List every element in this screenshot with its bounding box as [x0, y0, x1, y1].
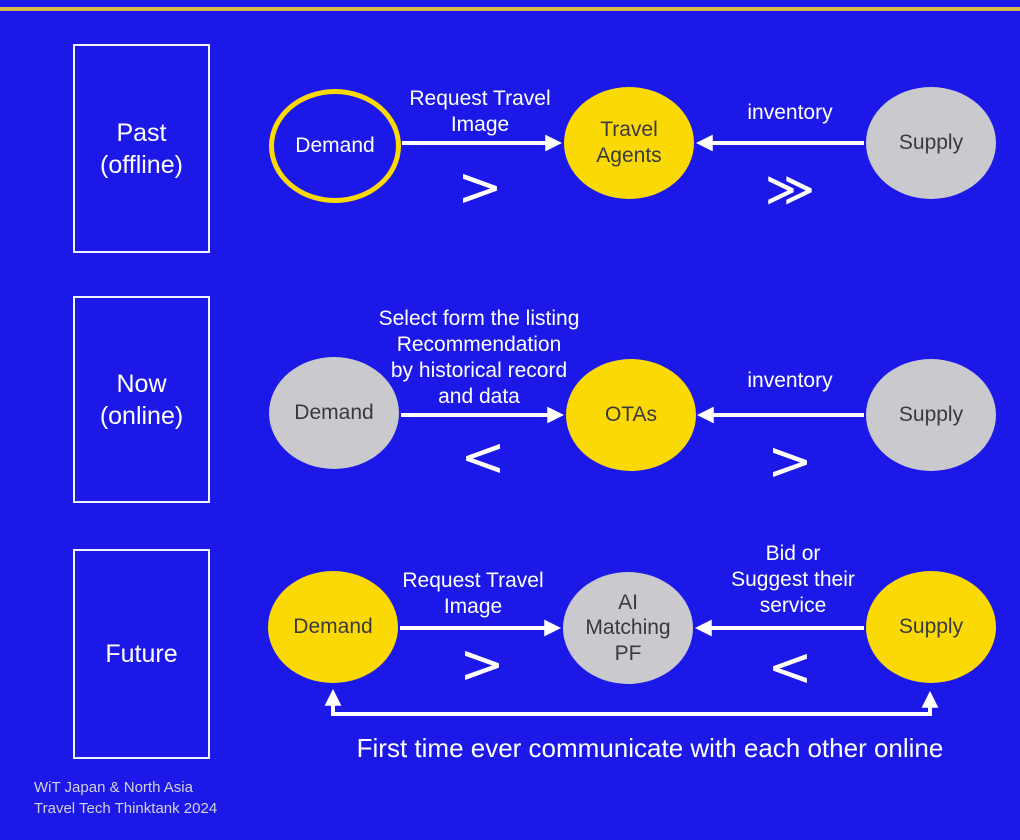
ai-matching-pf-node: AI Matching PF: [563, 572, 693, 684]
supply-node-past: Supply: [866, 87, 996, 199]
backward-arrow-label-future: Bid or Suggest their service: [731, 542, 855, 618]
feedback-loop-caption: First time ever communicate with each ot…: [356, 733, 944, 763]
era-box-past: Past (offline): [73, 44, 210, 253]
supply-node-future: Supply: [866, 571, 996, 683]
era-label-future: Future: [105, 640, 178, 668]
chevron-left-icon: <: [460, 425, 506, 489]
footer-credit: WiT Japan & North Asia Travel Tech Think…: [34, 779, 218, 817]
era-label-past: Past (offline): [100, 118, 183, 179]
demand-node-future: Demand: [268, 571, 398, 683]
backward-arrow-label-past: inventory: [747, 101, 833, 124]
double-chevron-right-icon: ≫: [764, 161, 816, 218]
era-box-future: Future: [73, 549, 210, 759]
backward-arrow-label-now: inventory: [747, 369, 833, 392]
forward-arrow-label-now: Select form the listing Recommendation b…: [378, 307, 580, 409]
demand-node-now: Demand: [269, 357, 399, 469]
forward-arrow-label-future: Request Travel Image: [402, 569, 544, 619]
chevron-right-icon: >: [459, 632, 505, 696]
supply-node-now: Supply: [866, 359, 996, 471]
forward-arrow-label-past: Request Travel Image: [409, 87, 551, 137]
travel-agents-node: Travel Agents: [564, 87, 694, 199]
chevron-left-icon: <: [767, 635, 813, 699]
demand-node-past: Demand: [269, 89, 401, 203]
chevron-right-icon: >: [457, 155, 503, 219]
era-label-now: Now (online): [99, 369, 184, 430]
top-gold-rule: [0, 7, 1020, 11]
era-box-now: Now (online): [73, 296, 210, 503]
chevron-right-icon: >: [767, 429, 813, 493]
otas-node: OTAs: [566, 359, 696, 471]
